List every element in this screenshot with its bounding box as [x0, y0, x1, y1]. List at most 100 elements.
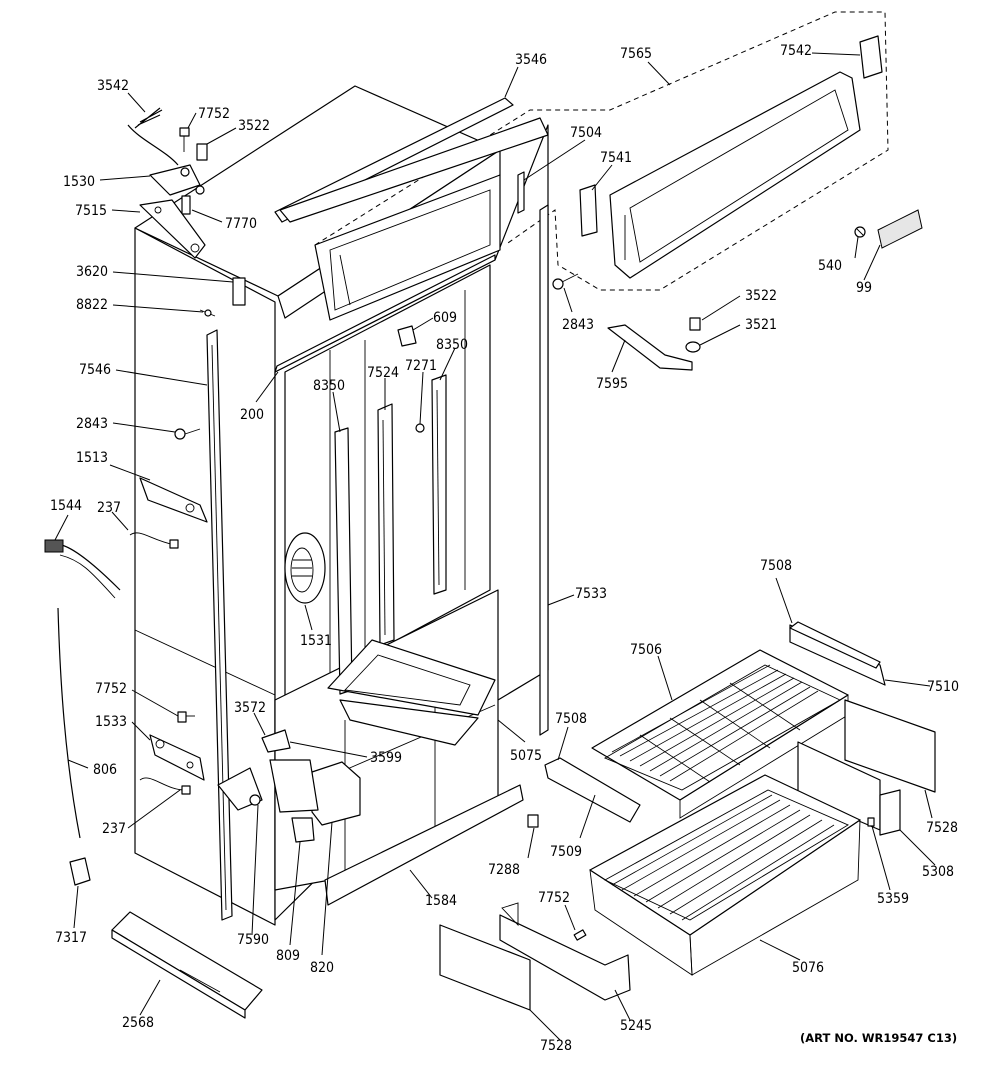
bracket-3620 [232, 277, 246, 306]
callout-99: 99 [856, 280, 872, 296]
callout-3521: 3521 [745, 317, 777, 333]
callout-7509: 7509 [550, 844, 582, 860]
callout-7508b: 7508 [555, 711, 587, 727]
callout-7565: 7565 [620, 46, 652, 62]
callout-3572: 3572 [234, 700, 266, 716]
callout-3522b: 3522 [745, 288, 777, 304]
basket-5076 [589, 774, 861, 976]
callout-7510: 7510 [927, 679, 959, 695]
base-rail-1584 [324, 784, 524, 906]
callout-7752c: 7752 [538, 890, 570, 906]
callout-820: 820 [310, 960, 334, 976]
panel-7528-right [844, 699, 936, 793]
callout-3542a: 3542 [97, 78, 129, 94]
callout-609: 609 [433, 310, 457, 326]
callout-7528b: 7528 [540, 1038, 572, 1054]
callout-8350b: 8350 [313, 378, 345, 394]
callout-7504: 7504 [570, 125, 602, 141]
callout-7317: 7317 [55, 930, 87, 946]
callout-5075: 5075 [510, 748, 542, 764]
screw-7271 [415, 423, 425, 433]
callout-237a: 237 [97, 500, 121, 516]
callout-7752a: 7752 [198, 106, 230, 122]
callout-7508a: 7508 [760, 558, 792, 574]
callout-806: 806 [93, 762, 117, 778]
hinge-1513 [139, 477, 208, 523]
hinge-plate-7515 [139, 199, 206, 259]
callout-labels: 3542 7752 3522 3546 7565 7542 1530 7515 … [50, 43, 959, 1054]
bearing-3521 [685, 341, 701, 353]
hinge-top-1530 [127, 124, 205, 196]
callout-7506: 7506 [630, 642, 662, 658]
callout-7528a: 7528 [926, 820, 958, 836]
thermostat-3572 [261, 729, 291, 753]
left-trim-7546 [206, 329, 233, 921]
callout-7515: 7515 [75, 203, 107, 219]
hinge-7590 [217, 767, 263, 811]
badge-99 [877, 209, 923, 249]
screw-8822 [199, 309, 216, 317]
callout-2568: 2568 [122, 1015, 154, 1031]
callout-3522a: 3522 [238, 118, 270, 134]
clip-7317 [69, 857, 91, 886]
callout-1531: 1531 [300, 633, 332, 649]
rail-7509 [544, 757, 641, 823]
callout-3546: 3546 [515, 52, 547, 68]
clip-609 [397, 325, 417, 347]
callout-7271: 7271 [405, 358, 437, 374]
control-820 [311, 761, 361, 826]
screw-540 [854, 226, 866, 238]
callout-7770: 7770 [225, 216, 257, 232]
callout-5076: 5076 [792, 960, 824, 976]
callout-200: 200 [240, 407, 264, 423]
bin-5075 [327, 639, 496, 746]
spring-3542 [134, 107, 163, 129]
rail-5245 [499, 902, 631, 1001]
handle-1544 [44, 539, 121, 599]
rod-237-lower [139, 777, 191, 795]
pin-7770 [181, 195, 191, 215]
rod-237-upper [129, 532, 179, 549]
callout-7524: 7524 [367, 365, 399, 381]
callout-1513: 1513 [76, 450, 108, 466]
callout-1533: 1533 [95, 714, 127, 730]
callout-7533: 7533 [575, 586, 607, 602]
callout-7542: 7542 [780, 43, 812, 59]
callout-7752b: 7752 [95, 681, 127, 697]
callout-5245: 5245 [620, 1018, 652, 1034]
rail-7508-upper [789, 621, 881, 669]
tube-806 [57, 607, 81, 839]
callout-1530: 1530 [63, 174, 95, 190]
bushing-3522-right [689, 317, 701, 331]
hinge-arm-7595 [607, 324, 693, 371]
panel-5308 [797, 741, 901, 836]
callout-7595: 7595 [596, 376, 628, 392]
callout-2843b: 2843 [76, 416, 108, 432]
callout-5359: 5359 [877, 891, 909, 907]
leader-lines [54, 52, 936, 1041]
housing-809 [269, 759, 319, 843]
callout-7590: 7590 [237, 932, 269, 948]
callout-1544: 1544 [50, 498, 82, 514]
callout-809: 809 [276, 948, 300, 964]
screw-2843-left [174, 428, 201, 440]
control-box-2568 [111, 911, 263, 1019]
fan-cover-1531 [284, 532, 326, 604]
callout-540: 540 [818, 258, 842, 274]
drawer-front-7565 [609, 71, 861, 279]
bushing-3522-top [196, 143, 208, 161]
top-front-frame [279, 117, 549, 223]
callout-8350a: 8350 [436, 337, 468, 353]
pin-5359 [867, 817, 875, 827]
screw-7752-top [179, 127, 190, 152]
bracket-7541 [579, 184, 598, 237]
shelf-rails [334, 374, 447, 695]
hinge-bracket-7504 [517, 171, 525, 214]
hinge-1533 [149, 734, 205, 781]
callout-7541: 7541 [600, 150, 632, 166]
right-trim-7533 [539, 204, 549, 736]
callout-7288: 7288 [488, 862, 520, 878]
callout-1584: 1584 [425, 893, 457, 909]
dashed-boundary-7565 [314, 11, 889, 291]
